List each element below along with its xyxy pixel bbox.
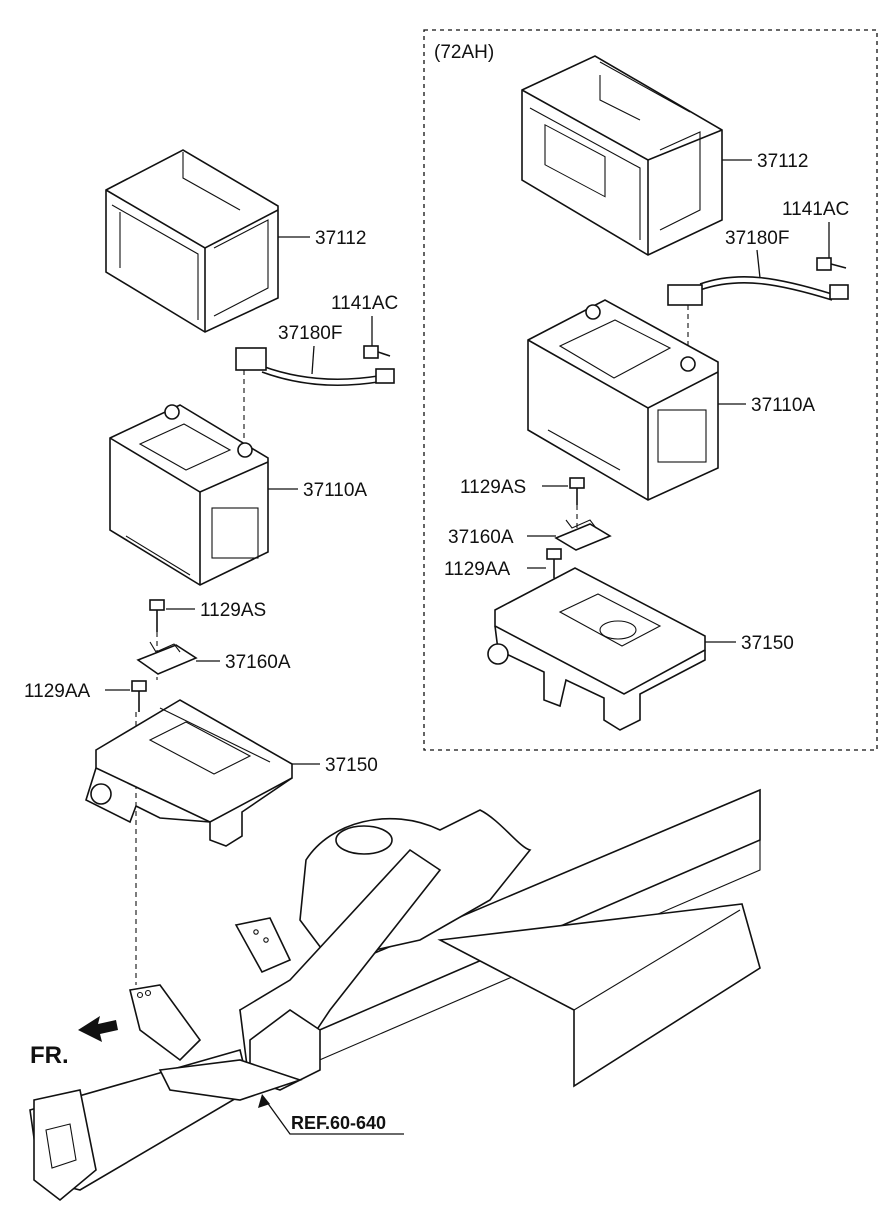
label-37180f-72ah: 37180F (725, 228, 789, 249)
variant-72ah-label: (72AH) (434, 42, 494, 63)
clamp-37160a-72ah (554, 519, 612, 551)
cable-37180f-main (235, 347, 395, 440)
tray-cover-72ah (521, 55, 723, 256)
label-1129as-72ah: 1129AS (460, 477, 526, 498)
tray-cover-main (105, 149, 279, 333)
reference-callout: REF.60-640 (258, 1094, 404, 1135)
body-frame (29, 788, 761, 1202)
label-1141ac-72ah: 1141AC (782, 199, 849, 220)
tray-37150-main (85, 699, 293, 847)
variant-72ah-frame (423, 29, 878, 751)
label-37110a-main: 37110A (303, 480, 367, 501)
front-label: FR. (30, 1042, 69, 1069)
tray-37150-72ah (487, 567, 706, 731)
leader-37180f-main (311, 345, 315, 375)
bolt-1141ac-72ah (816, 257, 847, 271)
label-37160a-main: 37160A (225, 652, 291, 673)
label-37180f-main: 37180F (278, 323, 342, 344)
label-1129as-main: 1129AS (200, 600, 266, 621)
reference-label: REF.60-640 (291, 1113, 386, 1133)
leader-37180f-72ah (756, 249, 761, 279)
label-37112-main: 37112 (315, 228, 366, 249)
label-37150-main: 37150 (325, 755, 378, 776)
label-37160a-72ah: 37160A (448, 527, 514, 548)
label-37112-72ah: 37112 (757, 151, 808, 172)
label-1141ac-main: 1141AC (331, 293, 398, 314)
battery-37110a-72ah (527, 299, 719, 501)
label-37110a-72ah: 37110A (751, 395, 815, 416)
bolt-1141ac-main (363, 345, 391, 359)
cable-37180f-72ah (667, 276, 849, 360)
label-1129aa-main: 1129AA (24, 681, 91, 702)
clamp-37160a-main (136, 641, 198, 675)
label-1129aa-72ah: 1129AA (444, 559, 511, 580)
front-arrow-icon (78, 1016, 118, 1042)
front-direction-indicator: FR. (30, 1016, 118, 1069)
battery-37110a-main (109, 404, 269, 586)
label-37150-72ah: 37150 (741, 633, 794, 654)
